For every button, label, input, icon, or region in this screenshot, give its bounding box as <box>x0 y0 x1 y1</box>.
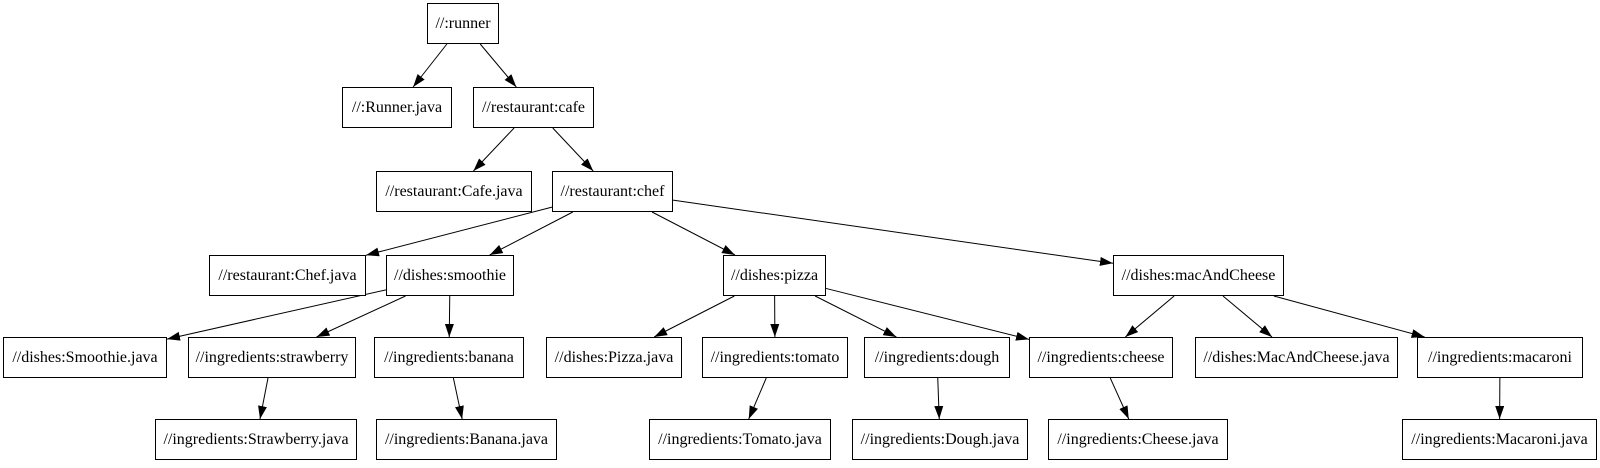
graph-node-strawberry: //ingredients:strawberry <box>188 337 356 378</box>
graph-node-pizza: //dishes:pizza <box>723 255 826 296</box>
graph-node-label: //ingredients:macaroni <box>1428 348 1572 366</box>
graph-node-strawberry_java: //ingredients:Strawberry.java <box>155 419 357 460</box>
graph-node-label: //ingredients:dough <box>874 348 1000 366</box>
graph-node-dough: //ingredients:dough <box>864 337 1010 378</box>
graph-node-pizza_java: //dishes:Pizza.java <box>546 337 682 378</box>
graph-node-banana: //ingredients:banana <box>374 337 524 378</box>
graph-node-cafe_java: //restaurant:Cafe.java <box>376 171 532 212</box>
graph-node-macandcheese_java: //dishes:MacAndCheese.java <box>1195 337 1398 378</box>
graph-node-label: //ingredients:Tomato.java <box>658 430 822 448</box>
graph-node-label: //ingredients:strawberry <box>195 348 349 366</box>
graph-node-label: //ingredients:Macaroni.java <box>1411 430 1588 448</box>
graph-node-label: //ingredients:Banana.java <box>384 430 549 448</box>
graph-node-label: //:runner <box>435 14 491 32</box>
graph-node-smoothie: //dishes:smoothie <box>386 255 514 296</box>
graph-node-tomato: //ingredients:tomato <box>702 337 848 378</box>
graph-node-cafe: //restaurant:cafe <box>473 87 594 128</box>
graph-node-label: //dishes:MacAndCheese.java <box>1203 348 1390 366</box>
graph-node-chef_java: //restaurant:Chef.java <box>209 255 366 296</box>
graph-node-label: //ingredients:tomato <box>710 348 840 366</box>
graph-node-label: //restaurant:cafe <box>481 98 586 116</box>
graph-node-label: //ingredients:banana <box>384 348 514 366</box>
graph-node-label: //dishes:Pizza.java <box>554 348 674 366</box>
graph-node-label: //dishes:smoothie <box>394 266 506 284</box>
graph-node-label: //restaurant:chef <box>560 182 665 200</box>
graph-node-label: //:Runner.java <box>351 98 443 116</box>
graph-node-macaroni: //ingredients:macaroni <box>1417 337 1583 378</box>
graph-node-smoothie_java: //dishes:Smoothie.java <box>3 337 167 378</box>
graph-node-label: //ingredients:Strawberry.java <box>163 430 349 448</box>
graph-node-cheese_java: //ingredients:Cheese.java <box>1048 419 1228 460</box>
graph-node-tomato_java: //ingredients:Tomato.java <box>649 419 831 460</box>
graph-node-banana_java: //ingredients:Banana.java <box>376 419 557 460</box>
graph-node-label: //dishes:pizza <box>730 266 819 284</box>
graph-node-label: //ingredients:Dough.java <box>860 430 1020 448</box>
graph-node-dough_java: //ingredients:Dough.java <box>852 419 1028 460</box>
graph-node-label: //restaurant:Chef.java <box>218 266 357 284</box>
graph-node-macandcheese: //dishes:macAndCheese <box>1113 255 1284 296</box>
graph-node-label: //dishes:Smoothie.java <box>12 348 158 366</box>
graph-node-cheese: //ingredients:cheese <box>1029 337 1173 378</box>
graph-node-chef: //restaurant:chef <box>552 171 673 212</box>
graph-node-label: //dishes:macAndCheese <box>1121 266 1276 284</box>
graph-node-macaroni_java: //ingredients:Macaroni.java <box>1402 419 1597 460</box>
graph-node-label: //restaurant:Cafe.java <box>385 182 523 200</box>
graph-node-runner: //:runner <box>427 3 499 44</box>
graph-node-label: //ingredients:Cheese.java <box>1057 430 1219 448</box>
graph-node-label: //ingredients:cheese <box>1037 348 1165 366</box>
graph-node-runner_java: //:Runner.java <box>342 87 452 128</box>
